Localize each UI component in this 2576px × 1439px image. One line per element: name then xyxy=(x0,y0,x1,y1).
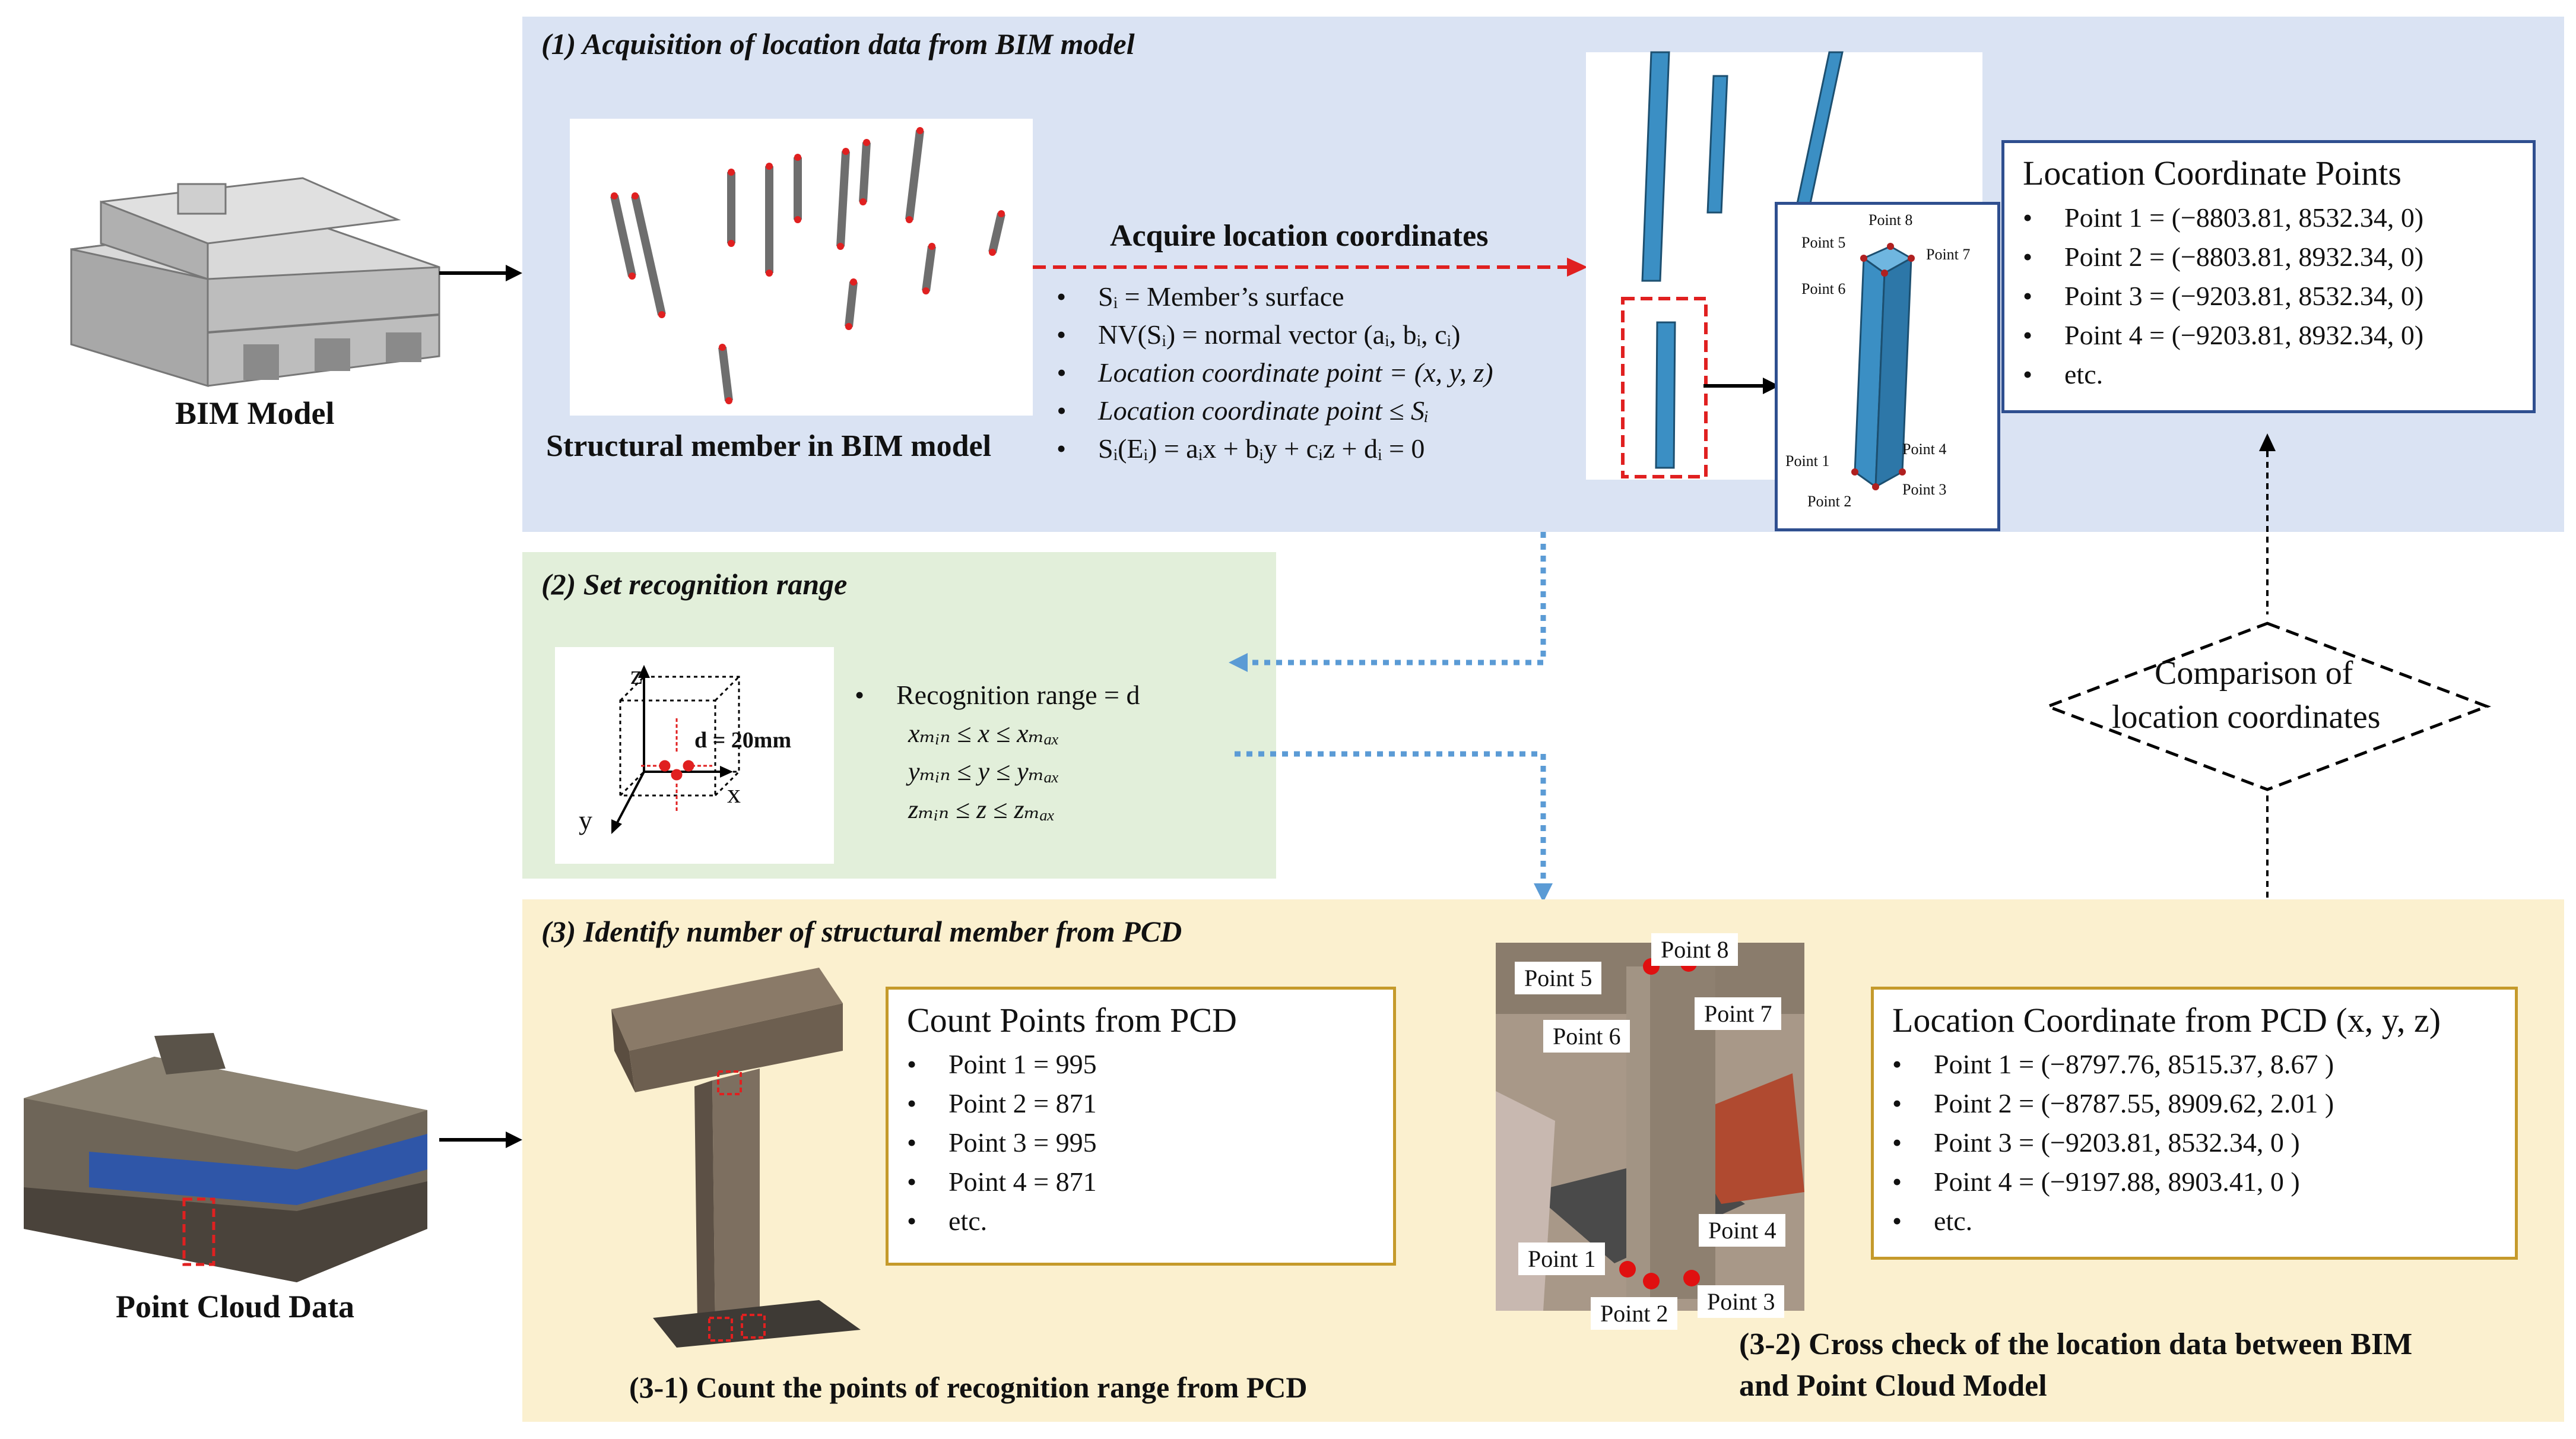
bim-label-point5: Point 5 xyxy=(1801,234,1846,251)
arrow-bim-to-step1 xyxy=(439,265,522,281)
comparison-arrows xyxy=(2259,433,2276,968)
pcd-coord-point1: Point 1 = (−8797.76, 8515.37, 8.67 ) xyxy=(1892,1045,2334,1084)
bullet-location-leq: Location coordinate point ≤ Sᵢ xyxy=(1057,392,1493,430)
pcd-coord-point3: Point 3 = (−9203.81, 8532.34, 0 ) xyxy=(1892,1123,2334,1162)
pcd-building-illustration xyxy=(24,1033,427,1282)
bim-label-point6: Point 6 xyxy=(1801,280,1846,297)
step1-title: (1) Acquisition of location data from BI… xyxy=(541,27,1135,61)
pcd-label-point3: Point 3 xyxy=(1698,1285,1785,1318)
range-z: zₘᵢₙ ≤ z ≤ zₘₐₓ xyxy=(908,795,1055,824)
bim-coord-point3: Point 3 = (−9203.81, 8532.34, 0) xyxy=(2023,277,2423,316)
step1-bullets: Sᵢ = Member’s surface NV(Sᵢ) = normal ve… xyxy=(1057,278,1493,468)
pcd-label-point5: Point 5 xyxy=(1515,962,1602,994)
range-equations: xₘᵢₙ ≤ x ≤ xₘₐₓ yₘᵢₙ ≤ y ≤ yₘₐₓ zₘᵢₙ ≤ z… xyxy=(908,715,1059,829)
count-points-title: Count Points from PCD xyxy=(907,1001,1237,1039)
bim-coord-point1: Point 1 = (−8803.81, 8532.34, 0) xyxy=(2023,198,2423,237)
d-label: d = 20mm xyxy=(694,728,792,753)
count-point2: Point 2 = 871 xyxy=(907,1084,1097,1123)
axis-y: y xyxy=(579,805,592,835)
range-x: xₘᵢₙ ≤ x ≤ xₘₐₓ xyxy=(908,719,1060,748)
bim-coords-title: Location Coordinate Points xyxy=(2023,154,2401,192)
pcd-coord-point4: Point 4 = (−9197.88, 8903.41, 0 ) xyxy=(1892,1162,2334,1202)
bim-model-label: BIM Model xyxy=(175,395,335,431)
axis-x: x xyxy=(727,778,741,809)
bullet-plane-equation: Sᵢ(Eᵢ) = aᵢx + bᵢy + cᵢz + dᵢ = 0 xyxy=(1057,430,1493,468)
bim-label-point3: Point 3 xyxy=(1902,481,1947,498)
step2-title: (2) Set recognition range xyxy=(541,568,848,601)
caption-3-1: (3-1) Count the points of recognition ra… xyxy=(629,1371,1308,1404)
recognition-range-label: Recognition range = d xyxy=(855,676,1140,715)
acquire-arrow xyxy=(1033,258,1588,277)
count-point3: Point 3 = 995 xyxy=(907,1123,1097,1162)
recognition-range-list: Recognition range = d xyxy=(855,676,1140,715)
bullet-normal-vector: NV(Sᵢ) = normal vector (aᵢ, bᵢ, cᵢ) xyxy=(1057,316,1493,354)
arrow-pcd-to-step3 xyxy=(439,1131,522,1148)
count-point4: Point 4 = 871 xyxy=(907,1162,1097,1202)
recognition-range-image xyxy=(555,647,834,864)
bim-label-point8: Point 8 xyxy=(1868,211,1913,229)
caption-3-2-line2: and Point Cloud Model xyxy=(1739,1369,2047,1403)
bim-label-point4: Point 4 xyxy=(1902,440,1947,458)
pcd-label-point7: Point 7 xyxy=(1695,997,1782,1030)
pcd-label-point6: Point 6 xyxy=(1543,1020,1630,1053)
comparison-label-2: location coordinates xyxy=(2112,699,2381,736)
pcd-column-render xyxy=(611,968,861,1348)
count-point1: Point 1 = 995 xyxy=(907,1045,1097,1084)
pcd-coord-point2: Point 2 = (−8787.55, 8909.62, 2.01 ) xyxy=(1892,1084,2334,1123)
bim-label-point2: Point 2 xyxy=(1807,493,1852,510)
members-caption: Structural member in BIM model xyxy=(546,429,992,463)
pcd-label-point8: Point 8 xyxy=(1651,933,1739,966)
range-y: yₘᵢₙ ≤ y ≤ yₘₐₓ xyxy=(908,757,1060,786)
axis-z: z xyxy=(630,660,643,690)
bim-label-point7: Point 7 xyxy=(1926,246,1971,263)
bim-coords-list: Point 1 = (−8803.81, 8532.34, 0) Point 2… xyxy=(2023,198,2423,394)
pcd-label-point2: Point 2 xyxy=(1591,1297,1678,1330)
comparison-diamond xyxy=(2043,622,2492,791)
bim-coord-etc: etc. xyxy=(2023,355,2423,394)
count-points-list: Point 1 = 995 Point 2 = 871 Point 3 = 99… xyxy=(907,1045,1097,1241)
pcd-coords-list: Point 1 = (−8797.76, 8515.37, 8.67 ) Poi… xyxy=(1892,1045,2334,1241)
caption-3-2-line1: (3-2) Cross check of the location data b… xyxy=(1739,1327,2413,1361)
bim-building-illustration xyxy=(70,177,440,388)
step3-title: (3) Identify number of structural member… xyxy=(541,915,1182,948)
zoom-arrow xyxy=(1703,378,1779,394)
pcd-label-point1: Point 1 xyxy=(1518,1243,1606,1275)
pcd-label: Point Cloud Data xyxy=(116,1289,355,1324)
bim-label-point1: Point 1 xyxy=(1785,452,1830,470)
comparison-label-1: Comparison of xyxy=(2155,655,2353,692)
bim-coord-point4: Point 4 = (−9203.81, 8932.34, 0) xyxy=(2023,316,2423,355)
bim-coord-point2: Point 2 = (−8803.81, 8932.34, 0) xyxy=(2023,237,2423,277)
recognition-cube xyxy=(611,665,740,834)
pcd-coords-title: Location Coordinate from PCD (x, y, z) xyxy=(1892,1001,2441,1039)
structural-members-render xyxy=(610,127,1005,404)
acquire-label: Acquire location coordinates xyxy=(1110,219,1489,253)
bullet-surface: Sᵢ = Member’s surface xyxy=(1057,278,1493,316)
connector-step2-to-step3 xyxy=(1235,751,1553,902)
connector-step1-to-step2 xyxy=(1229,532,1546,672)
bullet-location-point: Location coordinate point = (x, y, z) xyxy=(1057,354,1493,392)
pcd-label-point4: Point 4 xyxy=(1699,1214,1786,1247)
zoomed-column xyxy=(1851,243,1915,490)
pcd-coord-etc: etc. xyxy=(1892,1202,2334,1241)
count-etc: etc. xyxy=(907,1202,1097,1241)
